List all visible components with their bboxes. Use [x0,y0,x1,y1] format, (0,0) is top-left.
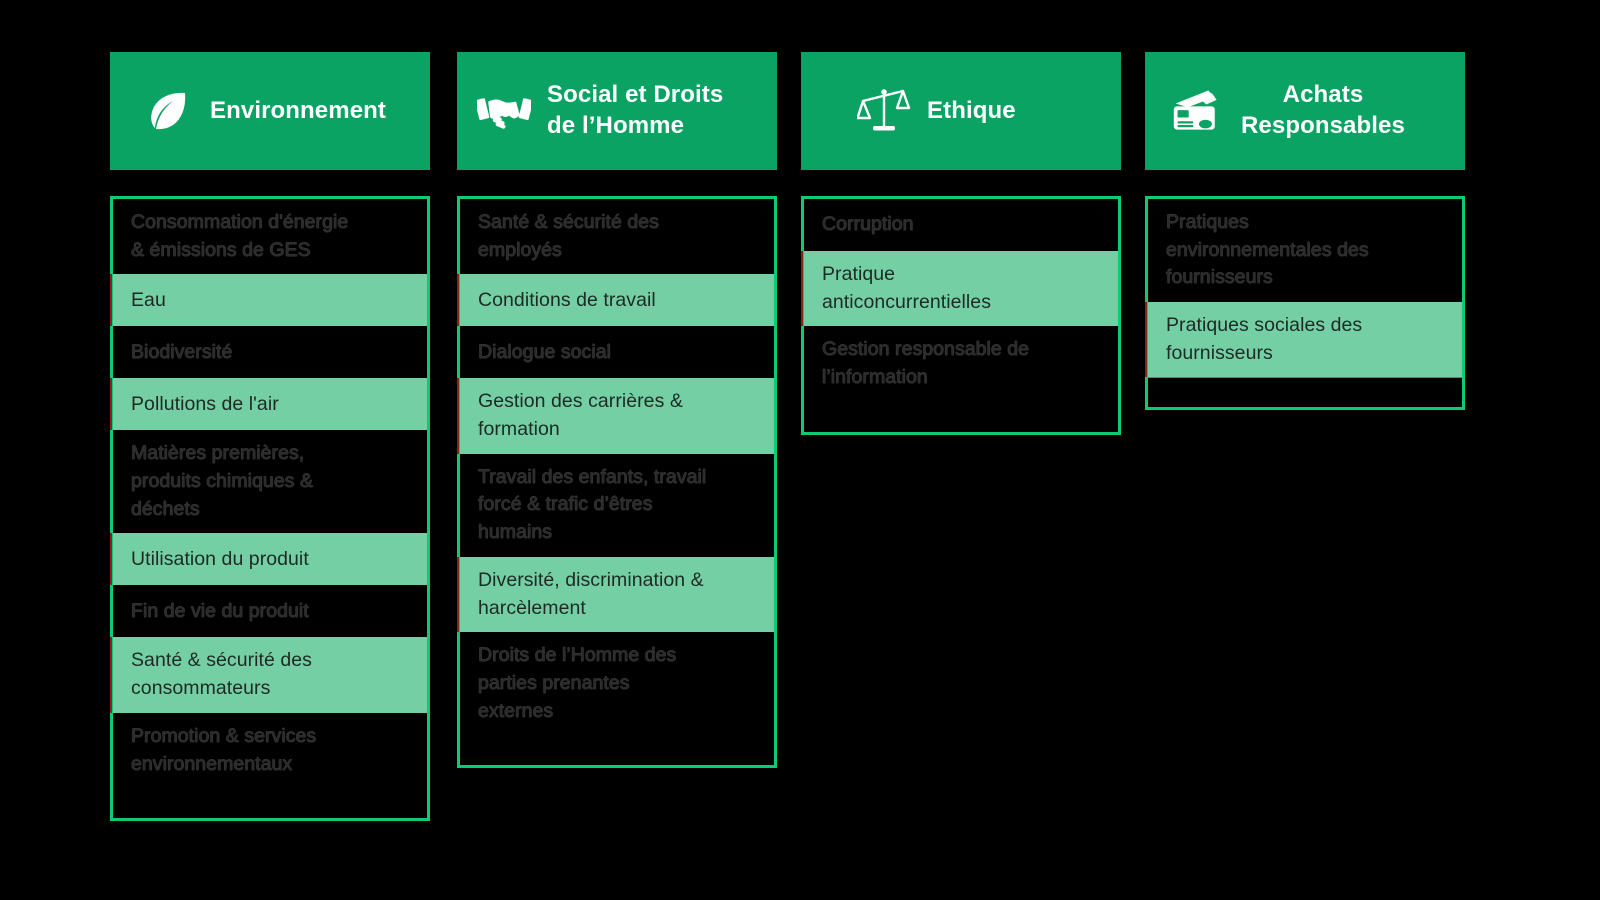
list-item[interactable]: Conditions de travail [457,274,774,328]
list-item[interactable]: Diversité, discrimination & harcèlement [457,556,774,634]
list-item-label: Gestion responsable de l’information [822,338,1030,389]
list-item[interactable]: Dialogue social [460,326,774,379]
pillar-environnement: Environnement Consommation d'énergie & é… [110,52,430,822]
pillar-social-droits-de-l-homme: Social et Droits de l’Homme Santé & sécu… [457,52,777,769]
credit-card-icon [1171,84,1225,138]
list-bottom-spacer [1148,377,1462,408]
pillar-title: Achats Responsables [1241,81,1405,139]
list-item-label: Droits de l’Homme des parties prenantes … [478,644,677,722]
list-item-label: Promotion & services environnementaux [131,724,317,775]
list-item[interactable]: Santé & sécurité des employés [460,199,774,275]
pillar-title: Environnement [210,96,386,124]
list-item-label: Dialogue social [478,340,611,363]
list-item[interactable]: Matières premières, produits chimiques &… [113,430,427,534]
list-item[interactable]: Utilisation du produit [110,533,427,587]
pillar-list-ethique: Corruption Pratique anticoncurrentielles… [801,196,1121,435]
list-item-label: Santé & sécurité des employés [478,211,659,261]
list-item[interactable]: Biodiversité [113,326,427,379]
list-item[interactable]: Promotion & services environnementaux [113,712,427,789]
list-item-label: Fin de vie du produit [131,599,309,622]
list-item[interactable]: Consommation d'énergie & émissions de GE… [113,199,427,275]
list-item-label: Pratiques sociales des fournisseurs [1166,314,1363,364]
list-item[interactable]: Fin de vie du produit [113,585,427,638]
pillar-achats-responsables: Achats Responsables Pratiques environnem… [1145,52,1465,411]
list-item-label: Biodiversité [131,340,233,363]
leaf-icon [140,84,194,138]
list-item-label: Corruption [822,213,914,236]
list-item-label: Travail des enfants, travail forcé & tra… [478,465,707,544]
scales-icon [857,84,911,138]
list-item[interactable]: Eau [110,274,427,328]
list-item[interactable]: Gestion des carrières & formation [457,378,774,456]
pillar-header-environnement[interactable]: Environnement [110,52,430,170]
pillar-list-environnement: Consommation d'énergie & émissions de GE… [110,196,430,822]
pillar-ethique: Ethique Corruption Pratique anticoncurre… [801,52,1121,435]
list-item[interactable]: Santé & sécurité des consommateurs [110,637,427,715]
pillar-header-social[interactable]: Social et Droits de l’Homme [457,52,777,170]
list-bottom-spacer [804,401,1118,432]
list-item-label: Utilisation du produit [131,547,309,570]
pillar-header-ethique[interactable]: Ethique [801,52,1121,170]
list-item-label: Pollutions de l'air [131,392,279,415]
pillar-title: Ethique [927,96,1016,124]
handshake-icon [477,84,531,138]
list-item-label: Diversité, discrimination & harcèlement [478,568,704,619]
list-item-label: Gestion des carrières & formation [478,390,683,441]
list-item-label: Santé & sécurité des consommateurs [131,649,312,700]
list-item-label: Eau [131,288,166,311]
list-item[interactable]: Pollutions de l'air [110,378,427,432]
pillar-header-achats[interactable]: Achats Responsables [1145,52,1465,170]
list-item[interactable]: Corruption [804,199,1118,251]
pillar-list-social: Santé & sécurité des employés Conditions… [457,196,777,769]
list-item[interactable]: Gestion responsable de l’information [804,326,1118,402]
list-item-label: Consommation d'énergie & émissions de GE… [131,211,349,261]
list-item[interactable]: Pratiques environnementales des fourniss… [1148,199,1462,303]
list-item[interactable]: Pratique anticoncurrentielles [801,251,1118,328]
list-item-label: Pratiques environnementales des fourniss… [1166,211,1369,289]
list-item[interactable]: Pratiques sociales des fournisseurs [1145,302,1462,379]
list-bottom-spacer [113,788,427,819]
list-item[interactable]: Travail des enfants, travail forcé & tra… [460,453,774,557]
pillar-title: Social et Droits de l’Homme [547,81,724,139]
pillar-list-achats: Pratiques environnementales des fourniss… [1145,196,1465,411]
list-item[interactable]: Droits de l’Homme des parties prenantes … [460,632,774,736]
list-item-label: Pratique anticoncurrentielles [822,263,992,313]
list-item-label: Matières premières, produits chimiques &… [131,442,314,520]
list-item-label: Conditions de travail [478,288,656,311]
list-bottom-spacer [460,735,774,766]
